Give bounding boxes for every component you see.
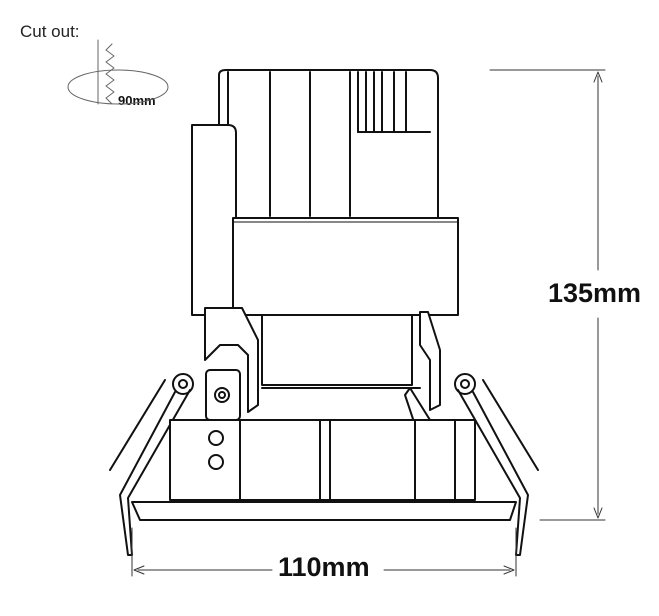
width-dimension-line xyxy=(131,527,517,577)
trim-housing xyxy=(131,419,517,521)
cutout-label: Cut out: xyxy=(20,22,80,41)
heat-sink xyxy=(218,69,439,219)
gimbal-yoke xyxy=(204,307,441,463)
side-bracket xyxy=(191,124,237,316)
middle-band xyxy=(232,217,459,316)
height-dimension-label: 135mm xyxy=(548,278,642,308)
height-dimension-line xyxy=(489,69,606,521)
spring-clips xyxy=(109,373,539,556)
cutout-icon xyxy=(67,39,169,105)
width-dimension-label: 110mm xyxy=(278,552,370,582)
cutout-diameter-label: 90mm xyxy=(118,93,156,108)
